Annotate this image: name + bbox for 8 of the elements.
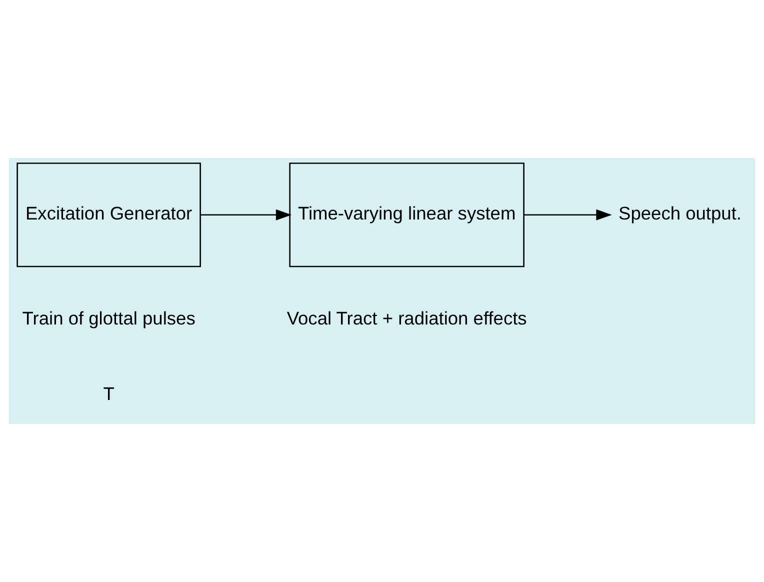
arrow — [524, 209, 612, 220]
node-label: Train of glottal pulses — [22, 307, 196, 328]
label: T — [103, 383, 114, 404]
node-label: Vocal Tract + radiation effects — [286, 307, 527, 328]
node-box: Excitation Generator — [16, 162, 201, 268]
node-box: Time-varying linear system — [289, 162, 524, 268]
node-text: Speech output. — [618, 202, 742, 224]
arrow — [200, 209, 292, 220]
